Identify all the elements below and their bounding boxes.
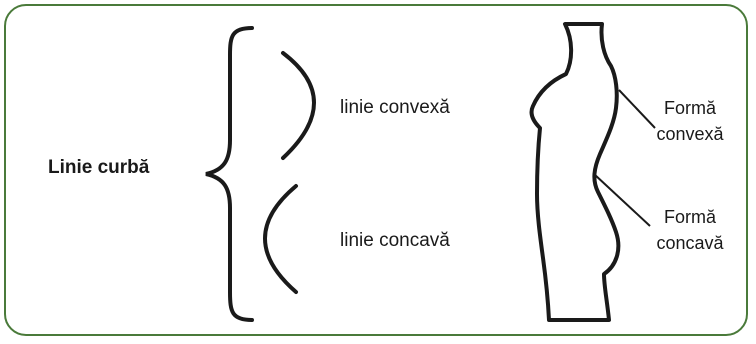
convex-form-label-line2: convexă: [638, 121, 742, 147]
curved-line-title: Linie curbă: [48, 157, 149, 179]
convex-line-label: linie convexă: [340, 97, 450, 119]
concave-form-label: Formă concavă: [638, 204, 742, 256]
curly-brace: [206, 28, 252, 320]
concave-line-label: linie concavă: [340, 230, 450, 252]
concave-form-label-line1: Formă: [638, 204, 742, 230]
concave-arc: [265, 186, 296, 292]
torso-silhouette: [532, 24, 619, 320]
convex-form-label: Formă convexă: [638, 95, 742, 147]
convex-arc: [283, 53, 314, 158]
convex-form-label-line1: Formă: [638, 95, 742, 121]
concave-form-label-line2: concavă: [638, 230, 742, 256]
